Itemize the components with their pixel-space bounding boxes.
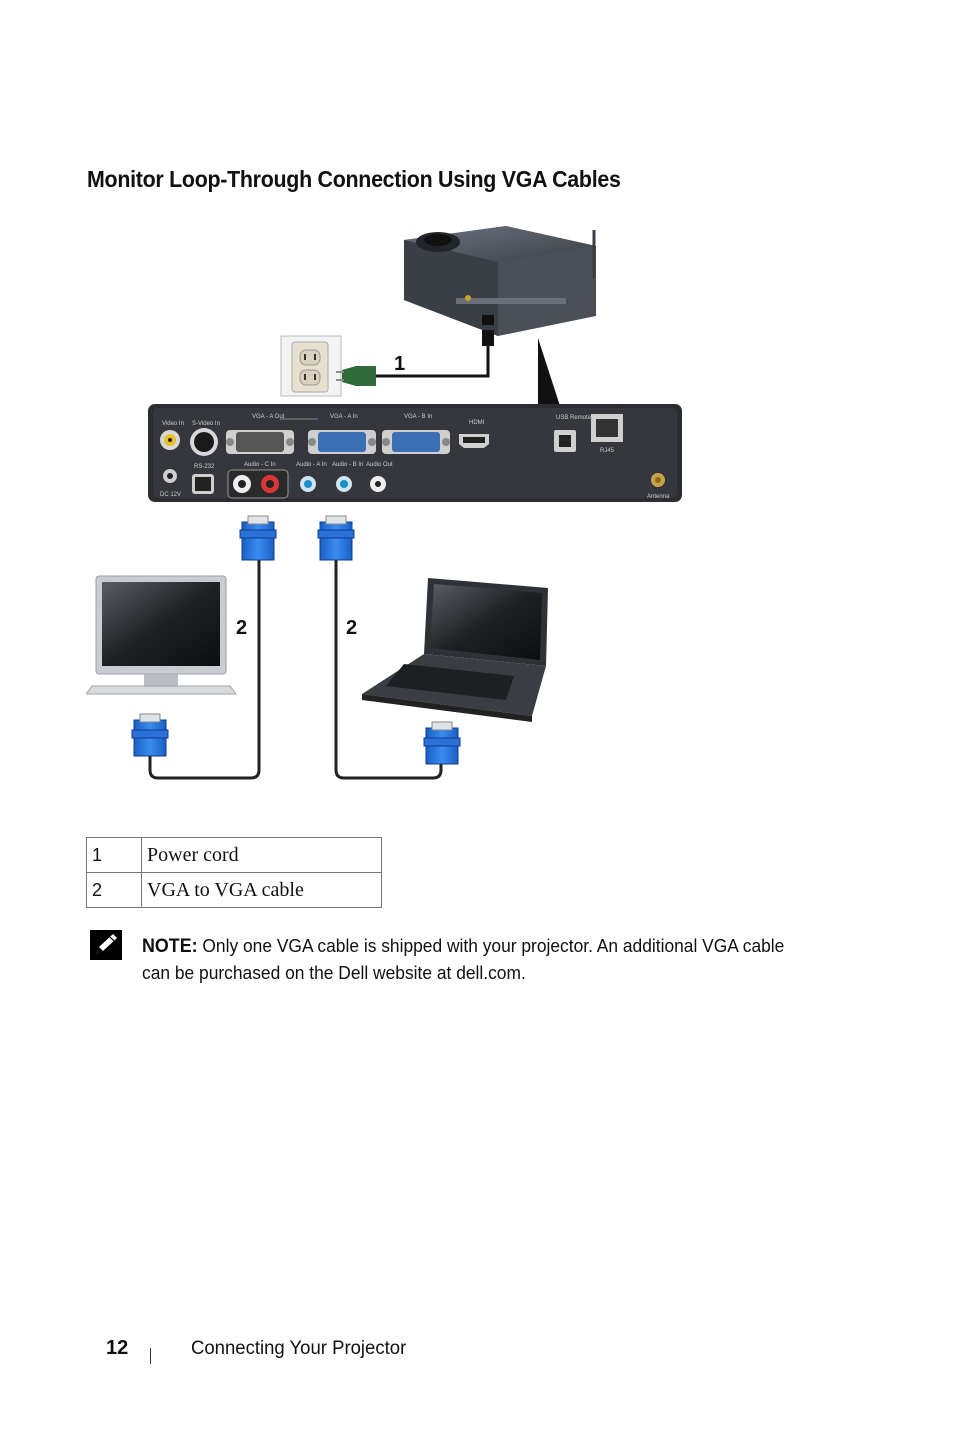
note-label: NOTE: [142, 936, 198, 957]
wall-outlet-icon [280, 335, 342, 397]
note-text-end: . [520, 962, 526, 983]
laptop-icon [362, 578, 548, 722]
svg-text:DC 12V: DC 12V [160, 492, 181, 498]
page-number: 12 [106, 1337, 129, 1359]
svg-text:Audio - B In: Audio - B In [332, 462, 363, 468]
vga-connector-icon [317, 515, 355, 561]
note-paragraph: NOTE: Only one VGA cable is shipped with… [142, 933, 800, 986]
legend-number: 1 [86, 837, 142, 873]
svg-text:Video In: Video In [162, 421, 184, 427]
page-title: Monitor Loop-Through Connection Using VG… [87, 166, 621, 192]
note-pencil-icon [90, 930, 122, 960]
dell-link[interactable]: dell.com [456, 962, 521, 983]
callout-2-left: 2 [236, 617, 247, 639]
svg-text:Audio - C In: Audio - C In [244, 462, 276, 468]
svg-text:RJ45: RJ45 [600, 448, 615, 454]
connector-panel-icon: Video In S-Video In VGA - A Out VGA - A … [148, 404, 682, 502]
legend-table: 1 Power cord 2 VGA to VGA cable [86, 837, 382, 908]
svg-text:VGA - A In: VGA - A In [330, 414, 358, 420]
svg-text:USB Remote: USB Remote [556, 415, 592, 421]
callout-2-right: 2 [346, 617, 357, 639]
note-text: Only one VGA cable is shipped with your … [142, 935, 785, 983]
legend-description: Power cord [141, 837, 382, 873]
table-row: 1 Power cord [86, 837, 382, 873]
svg-text:Audio Out: Audio Out [366, 462, 393, 468]
vga-connector-icon [423, 721, 461, 765]
vga-cable-left [131, 515, 277, 780]
footer-section-title: Connecting Your Projector [191, 1337, 407, 1359]
legend-description: VGA to VGA cable [141, 872, 382, 908]
monitor-icon [86, 575, 237, 695]
table-row: 2 VGA to VGA cable [86, 872, 382, 908]
svg-text:Antenna: Antenna [647, 494, 670, 500]
power-cord [336, 330, 494, 386]
svg-text:VGA - A Out: VGA - A Out [252, 414, 285, 420]
svg-text:HDMI: HDMI [469, 420, 485, 426]
vga-connector-icon [131, 713, 169, 757]
svg-text:VGA - B In: VGA - B In [404, 414, 432, 420]
zoom-pointer [538, 338, 560, 406]
svg-text:S-Video In: S-Video In [192, 421, 220, 427]
vga-cable-right [317, 515, 461, 780]
legend-number: 2 [86, 872, 142, 908]
svg-text:RS-232: RS-232 [194, 464, 215, 470]
vga-connector-icon [239, 515, 277, 561]
svg-text:Audio - A In: Audio - A In [296, 462, 327, 468]
footer-divider [150, 1348, 151, 1364]
callout-1: 1 [394, 353, 405, 375]
projector-icon [404, 226, 596, 336]
connection-diagram: 1 Video In S-Video In VGA - A Out VGA - … [86, 218, 706, 790]
